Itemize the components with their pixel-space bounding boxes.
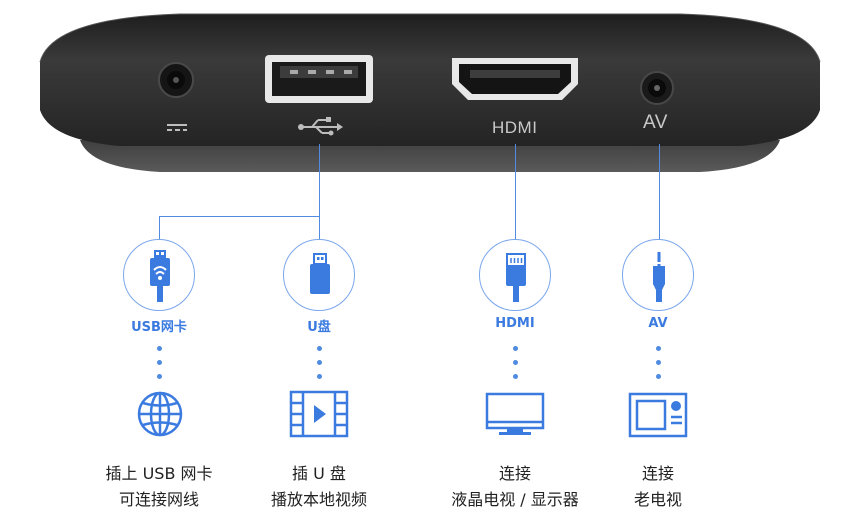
u-disk-caption: 插 U 盘 播放本地视频: [219, 461, 419, 513]
old-tv-icon: [628, 392, 688, 438]
usb-nic-connector-line: [159, 216, 160, 240]
usb-connector-line: [319, 144, 320, 240]
usb-wifi-adapter-icon: [123, 239, 195, 311]
usb-nic-label: USB网卡: [131, 320, 187, 335]
hdmi-cable-icon: [479, 239, 551, 311]
dot: [317, 374, 322, 379]
av-label: AV: [648, 316, 668, 331]
dot: [317, 346, 322, 351]
av-connector-line: [659, 144, 660, 240]
globe-icon: [137, 391, 183, 437]
dot: [656, 374, 661, 379]
av-caption: 连接 老电视: [558, 461, 758, 513]
usb-drive-icon: [283, 239, 355, 311]
dot: [656, 346, 661, 351]
caption-line: 连接: [498, 464, 531, 483]
hdmi-port: [452, 58, 578, 100]
av-jack-icon: [622, 239, 694, 311]
monitor-icon: [485, 392, 545, 435]
av-port-label: AV: [643, 112, 668, 133]
usb-branch-line: [159, 216, 320, 217]
hdmi-caption: 连接 液晶电视 / 显示器: [415, 461, 615, 513]
caption-line: 老电视: [633, 490, 682, 509]
caption-line: 插 U 盘: [292, 464, 346, 483]
caption-line: 可连接网线: [118, 490, 199, 509]
dot: [513, 346, 518, 351]
hdmi-connector-line: [515, 144, 516, 240]
caption-line: 液晶电视 / 显示器: [451, 490, 579, 509]
dot: [513, 374, 518, 379]
film-play-icon: [289, 390, 349, 438]
tv-box-device: [39, 13, 821, 172]
dot: [656, 360, 661, 365]
dot: [157, 346, 162, 351]
dot: [317, 360, 322, 365]
hdmi-label: HDMI: [495, 316, 535, 331]
usb-port: [265, 55, 373, 136]
hdmi-port-label: HDMI: [492, 118, 538, 137]
dot: [157, 360, 162, 365]
caption-line: 连接: [641, 464, 674, 483]
dot: [513, 360, 518, 365]
u-disk-label: U盘: [307, 320, 331, 335]
dot: [157, 374, 162, 379]
av-port: [640, 71, 674, 105]
usb-nic-caption: 插上 USB 网卡 可连接网线: [59, 461, 259, 513]
power-port: [158, 62, 194, 131]
caption-line: 插上 USB 网卡: [105, 464, 213, 483]
caption-line: 播放本地视频: [270, 490, 367, 509]
